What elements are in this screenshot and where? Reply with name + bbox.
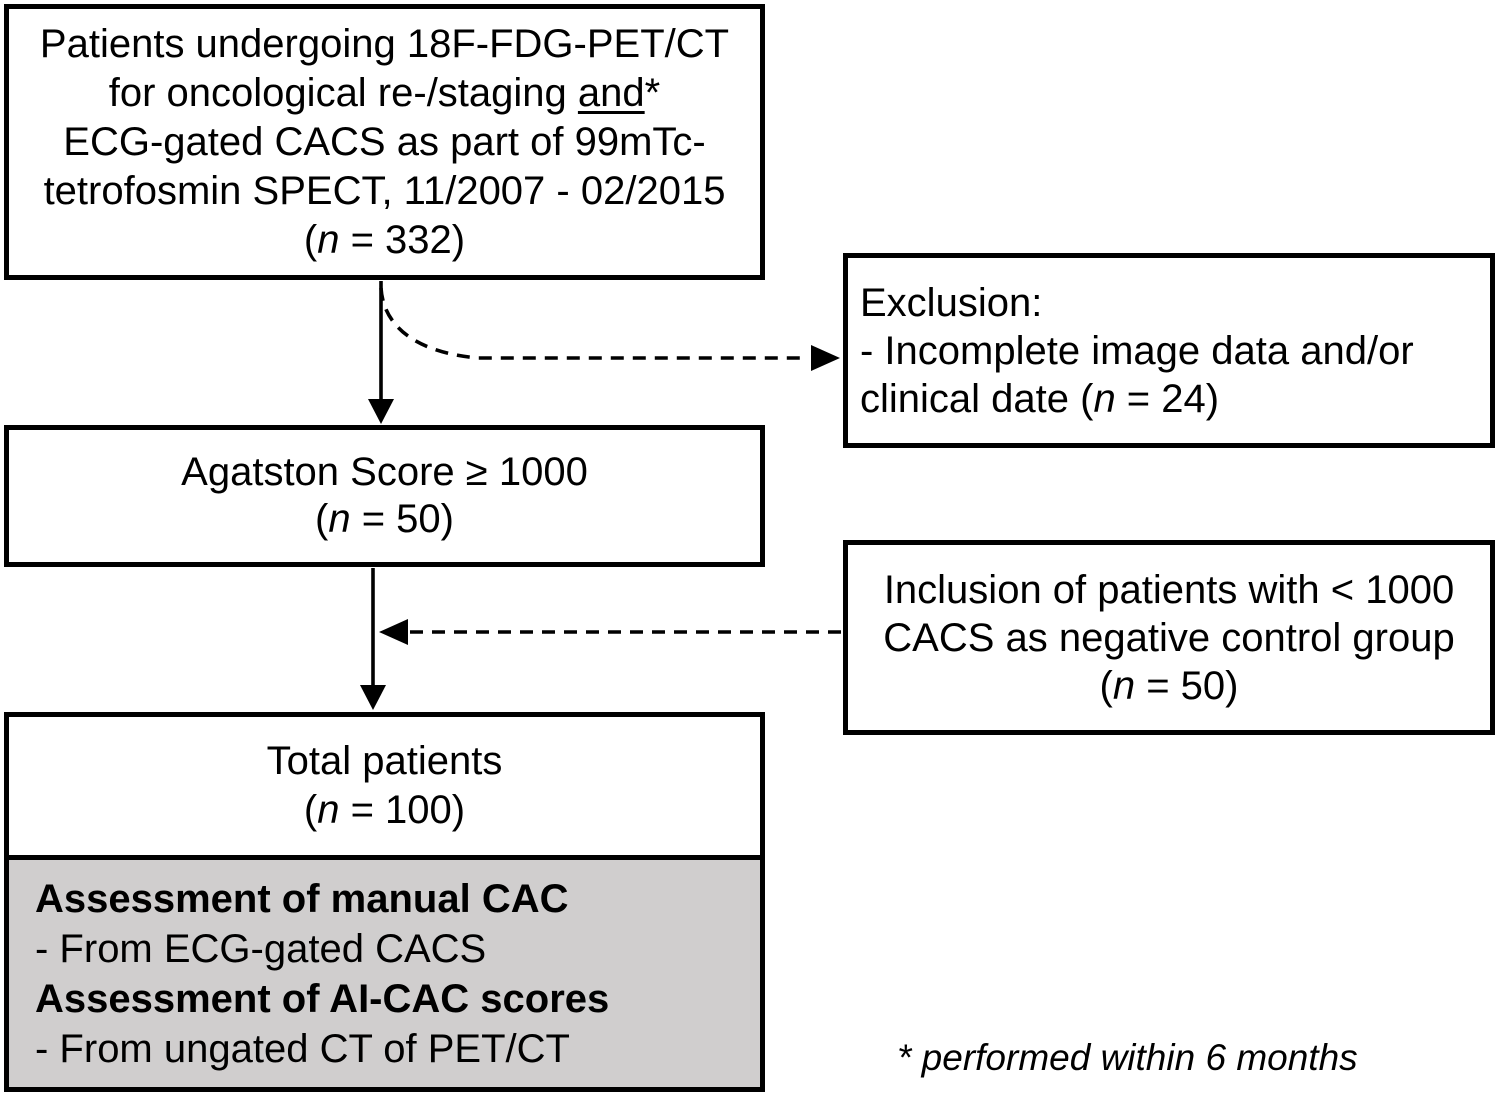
assessment-panel: Assessment of manual CAC - From ECG-gate… (9, 855, 760, 1087)
italic-n: n (1093, 376, 1116, 421)
footnote: * performed within 6 months (897, 1037, 1358, 1078)
text-fragment: - Incomplete image data and/or (860, 328, 1414, 373)
text-fragment: clinical date ( (860, 376, 1094, 421)
assessment-item-ungated: - From ungated CT of PET/CT (35, 1026, 570, 1071)
text-fragment: tetrofosmin SPECT, 11/2007 - 02/2015 (43, 168, 726, 213)
arrow-agatston-to-total (360, 568, 386, 710)
arrowhead-left-icon (379, 619, 408, 645)
text-fragment: Agatston Score ≥ 1000 (181, 450, 588, 494)
assessment-heading-manual: Assessment of manual CAC (35, 876, 569, 921)
text-fragment: = 50) (350, 497, 454, 541)
agatston-line-1: Agatston Score ≥ 1000 (9, 449, 760, 496)
italic-n: n (317, 788, 340, 832)
text-fragment: Exclusion: (860, 280, 1043, 325)
total-count: (n = 100) (9, 786, 760, 835)
text-fragment: ( (1099, 663, 1113, 708)
eligibility-box: Patients undergoing 18F-FDG-PET/CT for o… (4, 4, 765, 280)
text-fragment: for oncological re-/staging (108, 70, 578, 115)
text-fragment: ECG-gated CACS as part of 99mTc- (63, 119, 706, 164)
text-fragment: Patients undergoing 18F-FDG-PET/CT (39, 21, 730, 66)
exclusion-box: Exclusion: - Incomplete image data and/o… (843, 253, 1495, 448)
exclusion-line-2: - Incomplete image data and/or (860, 327, 1490, 375)
eligibility-line-3: ECG-gated CACS as part of 99mTc- (9, 118, 760, 167)
text-fragment: = 24) (1115, 376, 1220, 421)
text-fragment: CACS as negative control group (883, 615, 1455, 660)
inclusion-line-2: CACS as negative control group (848, 614, 1490, 662)
inclusion-line-1: Inclusion of patients with < 1000 (848, 566, 1490, 614)
text-fragment: ( (303, 217, 318, 262)
text-fragment: = 332) (339, 217, 466, 262)
eligibility-line-4: tetrofosmin SPECT, 11/2007 - 02/2015 (9, 167, 760, 216)
italic-n: n (1112, 663, 1136, 708)
text-fragment: = 50) (1135, 663, 1239, 708)
text-fragment: ( (315, 497, 329, 541)
italic-n: n (317, 217, 340, 262)
arrowhead-right-icon (811, 345, 840, 371)
inclusion-box: Inclusion of patients with < 1000 CACS a… (843, 540, 1495, 735)
exclusion-line-3: clinical date (n = 24) (860, 375, 1490, 423)
underlined-and: and (577, 70, 645, 115)
agatston-box: Agatston Score ≥ 1000 (n = 50) (4, 425, 765, 567)
arrowhead-down-icon (368, 399, 394, 424)
total-patients-box: Total patients (n = 100) Assessment of m… (4, 712, 765, 1092)
eligibility-count: (n = 332) (9, 216, 760, 265)
eligibility-line-1: Patients undergoing 18F-FDG-PET/CT (9, 20, 760, 69)
assessment-item-ecg-gated: - From ECG-gated CACS (35, 926, 487, 971)
text-fragment: * (644, 70, 661, 115)
text-fragment: Total patients (266, 739, 503, 783)
total-patients-header: Total patients (n = 100) (9, 717, 760, 855)
text-fragment: ( (303, 788, 318, 832)
total-line-1: Total patients (9, 737, 760, 786)
arrow-eligibility-to-agatston (368, 281, 394, 424)
agatston-count: (n = 50) (9, 496, 760, 543)
arrow-dashed-from-inclusion (379, 619, 841, 645)
arrowhead-down-icon (360, 685, 386, 710)
text-fragment: Inclusion of patients with < 1000 (883, 567, 1455, 612)
assessment-heading-ai: Assessment of AI-CAC scores (35, 976, 610, 1021)
text-fragment: = 100) (339, 788, 466, 832)
exclusion-line-1: Exclusion: (860, 279, 1490, 327)
italic-n: n (328, 497, 351, 541)
arrow-dashed-to-exclusion (379, 287, 840, 371)
inclusion-count: (n = 50) (848, 662, 1490, 710)
eligibility-line-2: for oncological re-/staging and* (9, 69, 760, 118)
